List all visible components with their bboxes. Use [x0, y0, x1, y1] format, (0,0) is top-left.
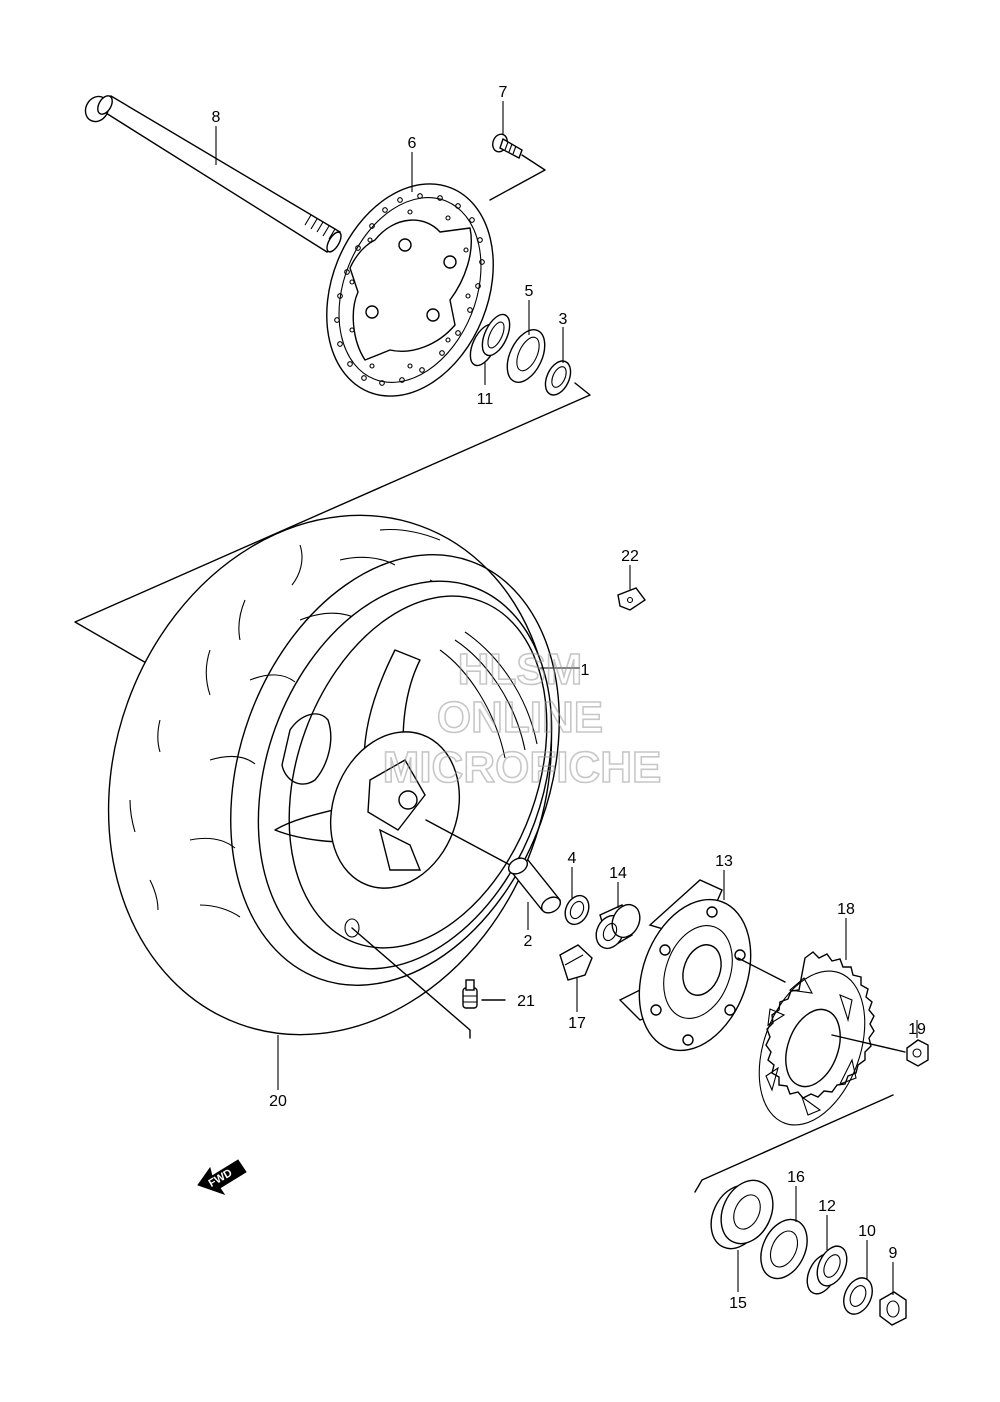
- part-label-4: 4: [568, 850, 577, 867]
- rear-axle: [84, 95, 342, 253]
- part-label-8: 8: [212, 109, 221, 126]
- watermark-line-1: HLSM: [458, 645, 583, 694]
- part-label-16: 16: [787, 1169, 805, 1186]
- part-label-11: 11: [477, 391, 494, 408]
- part-label-15: 15: [729, 1295, 747, 1312]
- fitting-22: [617, 587, 647, 611]
- bearing-3: [544, 360, 572, 396]
- watermark-line-2: ONLINE: [437, 693, 603, 742]
- watermark-line-3: MICROFICHE: [383, 743, 662, 792]
- brake-disc: [326, 183, 494, 397]
- rear-sprocket-18: [758, 951, 875, 1126]
- sprocket-drum-13: [618, 879, 752, 1052]
- fwd-arrow-badge: FWD: [197, 1159, 247, 1195]
- part-label-17: 17: [568, 1015, 586, 1032]
- part-label-13: 13: [715, 853, 733, 870]
- watermark: HLSM ONLINE MICROFICHE: [382, 644, 662, 793]
- disc-vent-holes: [334, 193, 485, 386]
- part-label-2: 2: [524, 933, 533, 950]
- collar-12: [806, 1245, 848, 1295]
- retainer-spacer-14: [595, 903, 641, 950]
- oil-seal-5: [506, 329, 546, 383]
- part-label-14: 14: [609, 865, 627, 882]
- sprocket-nut-19: [906, 1039, 929, 1067]
- part-label-21: 21: [517, 993, 535, 1010]
- part-label-1: 1: [581, 662, 590, 679]
- axle-nut-9: [879, 1291, 907, 1326]
- part-labels: 1 2 3 4 5 6 7 8 9 10 11 12 13 14 15 16 1…: [212, 84, 926, 1312]
- part-label-10: 10: [858, 1223, 876, 1240]
- wheel-spacer-2: [507, 857, 562, 914]
- rear-wheel-rim: [257, 580, 553, 970]
- oil-seal-16: [760, 1218, 808, 1280]
- bearing-15: [710, 1179, 774, 1250]
- washer-10: [843, 1277, 873, 1315]
- part-label-6: 6: [408, 135, 417, 152]
- part-label-3: 3: [559, 311, 568, 328]
- bearing-4: [564, 894, 590, 926]
- part-label-7: 7: [499, 84, 508, 101]
- part-label-19: 19: [908, 1021, 926, 1038]
- spacer-11: [469, 313, 511, 367]
- disc-bolt: [492, 133, 523, 159]
- part-label-20: 20: [269, 1093, 287, 1110]
- part-label-9: 9: [889, 1245, 898, 1262]
- tire-valve-21: [462, 979, 478, 1009]
- leader-lines: [215, 101, 918, 1295]
- part-label-12: 12: [818, 1198, 836, 1215]
- part-label-18: 18: [837, 901, 855, 918]
- wheel-damper-17: [559, 944, 593, 981]
- part-label-5: 5: [525, 283, 534, 300]
- part-label-22: 22: [621, 548, 639, 565]
